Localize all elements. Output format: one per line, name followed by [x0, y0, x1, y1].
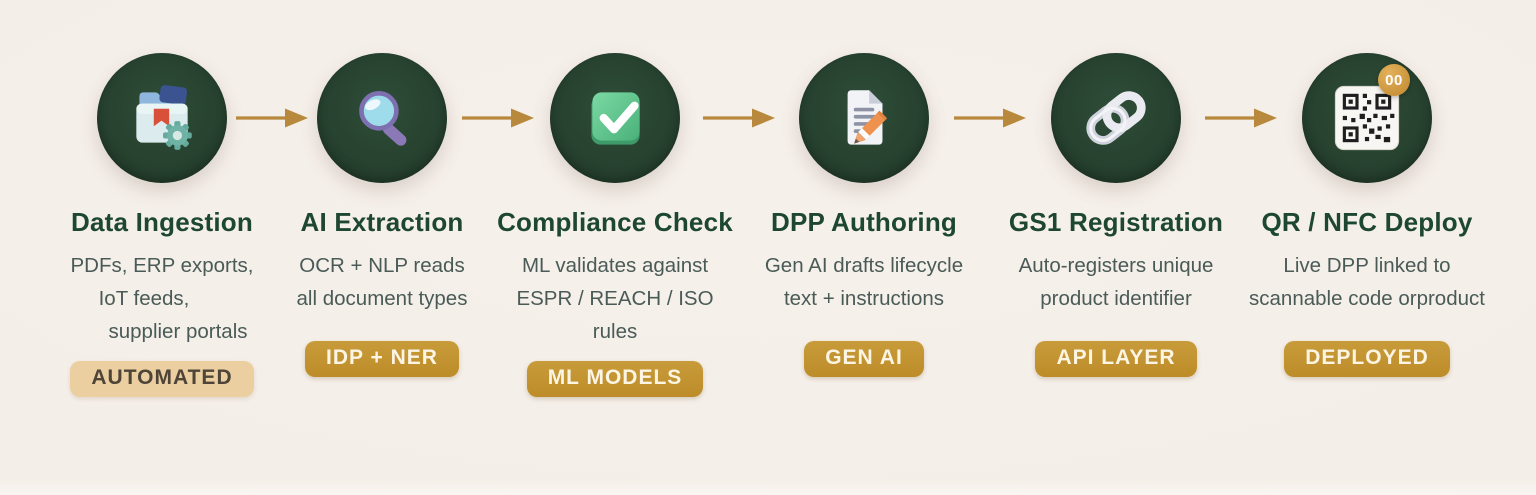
flow-arrow	[462, 108, 534, 128]
step-badge: AUTOMATED	[70, 361, 254, 397]
step-badge: API LAYER	[1035, 341, 1197, 377]
flow-arrow	[1205, 108, 1277, 128]
folder-gear-icon	[136, 85, 192, 150]
step-compliance-check: Compliance Check ML validates against ES…	[490, 0, 740, 397]
flow-arrow	[703, 108, 775, 128]
step-qr-nfc-deploy: 00 QR / NFC Deploy Live DPP linked to sc…	[1217, 0, 1517, 377]
chain-link-icon	[1086, 91, 1146, 145]
step-icon-circle	[317, 53, 447, 183]
step-icon-circle	[550, 53, 680, 183]
step-title: Compliance Check	[497, 207, 733, 237]
step-ai-extraction: AI Extraction OCR + NLP reads all docume…	[262, 0, 502, 377]
step-description: ML validates against ESPR / REACH / ISO …	[516, 254, 714, 343]
step-title: QR / NFC Deploy	[1261, 207, 1473, 237]
step-badge: ML MODELS	[526, 361, 704, 397]
magnifier-icon	[359, 91, 407, 146]
step-icon-circle	[799, 53, 929, 183]
step-description: Auto-registers unique product identifier	[1018, 254, 1214, 310]
document-pencil-icon	[847, 90, 888, 145]
step-gs1-registration: GS1 Registration Auto-registers unique p…	[986, 0, 1246, 377]
step-title: AI Extraction	[300, 207, 464, 237]
flow-arrow	[236, 108, 308, 128]
step-title: Data Ingestion	[71, 207, 253, 237]
checkbox-icon	[591, 92, 640, 145]
flow-arrow	[954, 108, 1026, 128]
step-dpp-authoring: DPP Authoring Gen AI drafts lifecycle te…	[739, 0, 989, 377]
step-badge: DEPLOYED	[1284, 341, 1450, 377]
qr-code-icon	[1334, 85, 1400, 151]
step-icon-circle	[1051, 53, 1181, 183]
notification-badge: 00	[1378, 64, 1410, 96]
step-data-ingestion: Data Ingestion PDFs, ERP exports, IoT fe…	[37, 0, 287, 397]
step-description: PDFs, ERP exports, IoT feeds, supplier p…	[70, 254, 254, 343]
step-badge: IDP + NER	[305, 341, 459, 377]
step-icon-circle	[97, 53, 227, 183]
step-badge: GEN AI	[804, 341, 924, 377]
step-description: Live DPP linked to scannable code orprod…	[1249, 254, 1485, 310]
step-icon-circle: 00	[1302, 53, 1432, 183]
step-description: Gen AI drafts lifecycle text + instructi…	[764, 254, 964, 310]
bottom-fade	[0, 479, 1536, 495]
step-description: OCR + NLP reads all document types	[296, 254, 468, 310]
step-title: GS1 Registration	[1008, 207, 1224, 237]
step-title: DPP Authoring	[770, 207, 958, 237]
